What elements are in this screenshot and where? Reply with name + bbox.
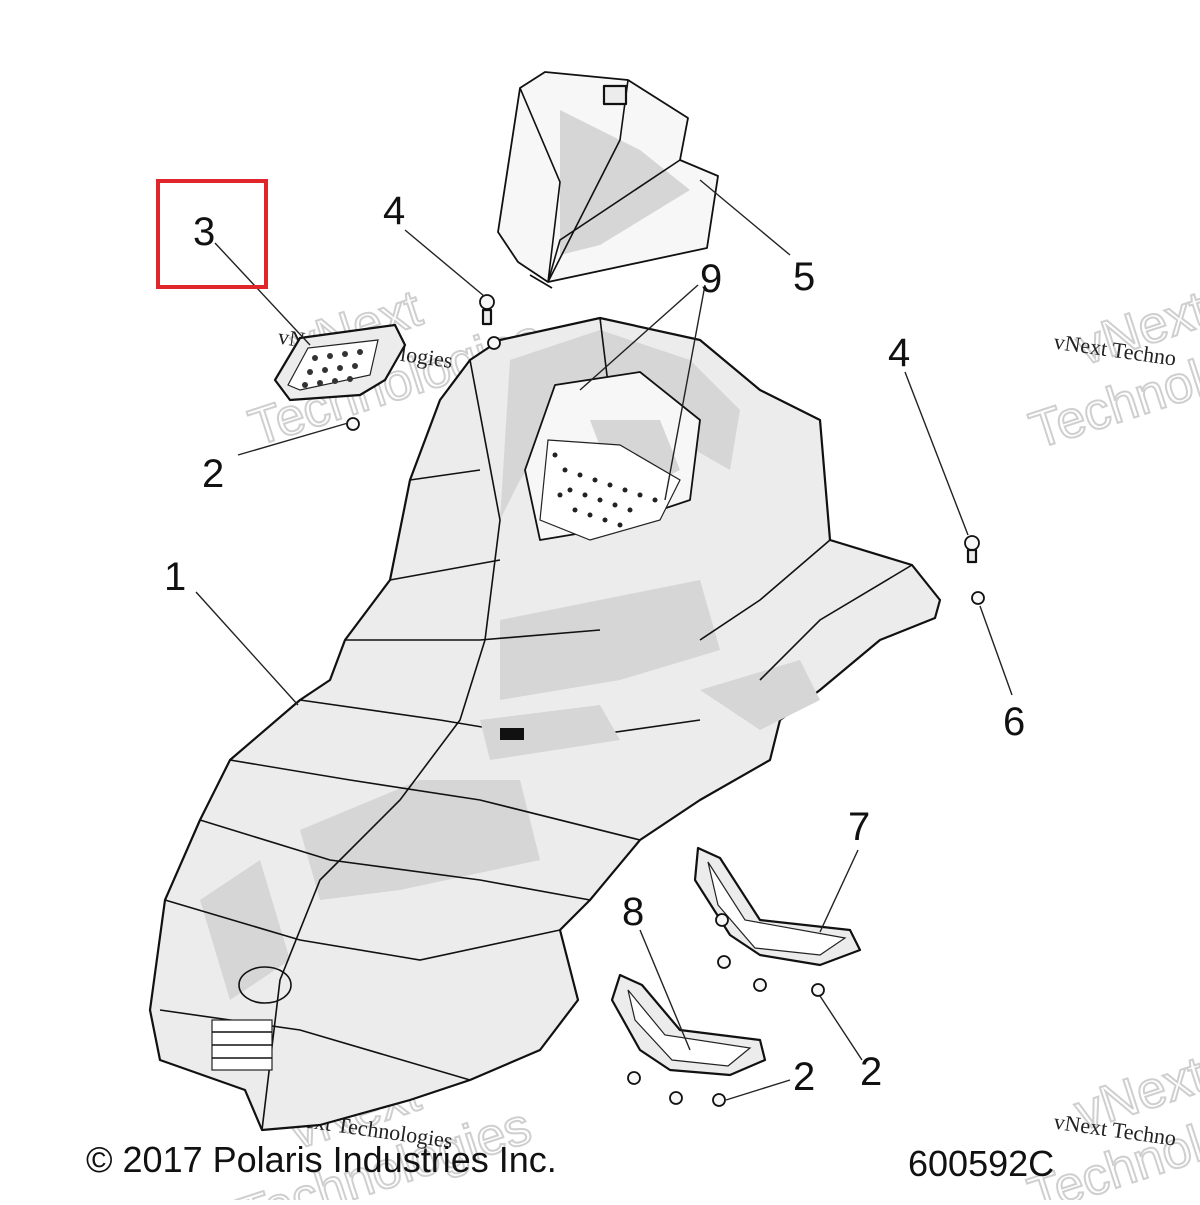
callout-2-left: 2 <box>202 452 224 496</box>
callout-8: 8 <box>622 890 644 934</box>
nut <box>971 591 985 605</box>
callout-7: 7 <box>848 805 870 849</box>
part-windshield <box>497 71 719 289</box>
nut <box>487 336 501 350</box>
callout-4-top: 4 <box>383 189 405 233</box>
nut <box>717 955 731 969</box>
nut <box>715 913 729 927</box>
callout-9: 9 <box>700 257 722 301</box>
callout-2-right: 2 <box>860 1050 882 1094</box>
callout-5: 5 <box>793 255 815 299</box>
highlight-box-callout-3 <box>156 179 268 289</box>
callout-4-right: 4 <box>888 331 910 375</box>
nut <box>346 417 360 431</box>
rivet-4-top <box>479 294 495 310</box>
part-lower-vent-left <box>610 973 767 1077</box>
leader-lines <box>195 179 1013 1101</box>
part-lower-vent-right <box>693 846 862 967</box>
nut <box>712 1093 726 1107</box>
nut <box>811 983 825 997</box>
fasteners <box>346 294 985 1107</box>
callout-3: 3 <box>193 210 215 254</box>
part-code: 600592C <box>908 1143 1054 1184</box>
callout-2-bottom: 2 <box>793 1055 815 1099</box>
watermark-right: vNext Technolo vNext Techno <box>1022 280 1200 462</box>
part-side-vent <box>273 323 407 402</box>
callout-labels: 1 2 2 2 3 4 4 5 6 7 8 9 <box>164 189 1025 1099</box>
callout-1: 1 <box>164 555 186 599</box>
windshield-clip <box>602 84 628 106</box>
nut <box>753 978 767 992</box>
hood-emblem-recess <box>238 966 292 1004</box>
callout-6: 6 <box>1003 700 1025 744</box>
rivet-4-right <box>964 535 980 551</box>
nut <box>627 1071 641 1085</box>
part-pod-mesh <box>539 439 681 541</box>
copyright-notice: © 2017 Polaris Industries Inc. <box>86 1139 557 1180</box>
part-hood <box>148 316 942 1132</box>
nut <box>669 1091 683 1105</box>
